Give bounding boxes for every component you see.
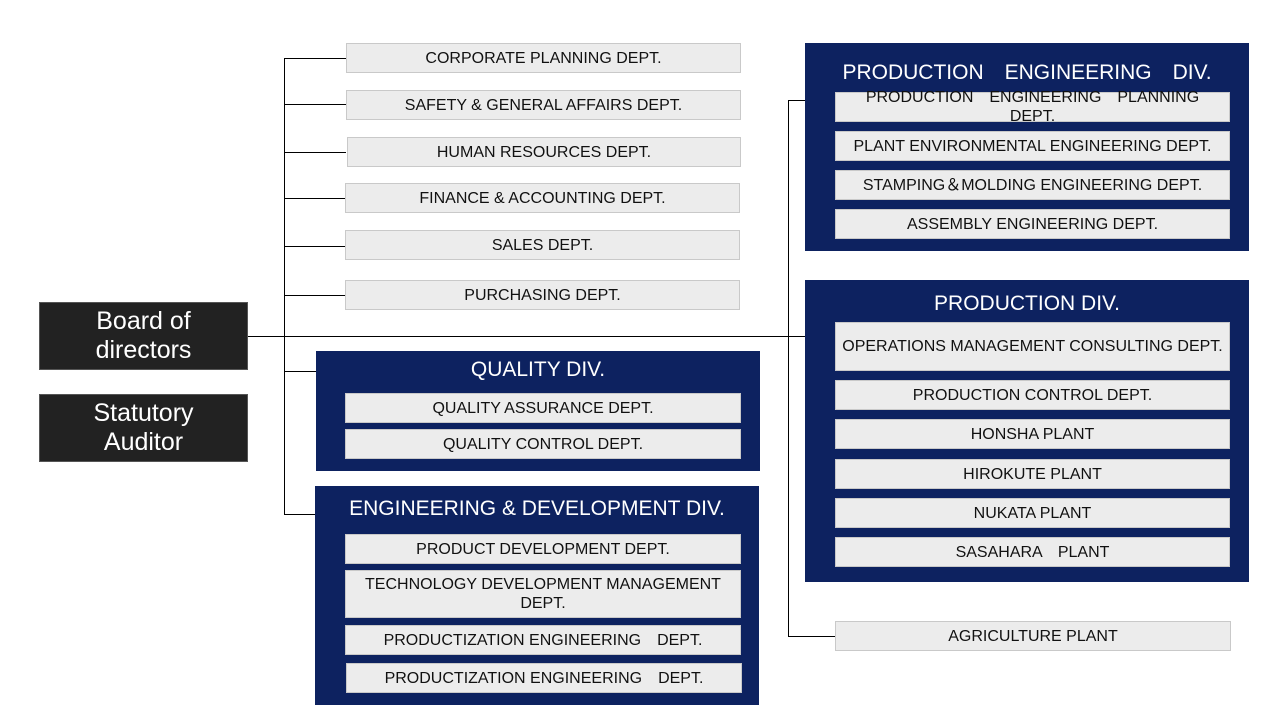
- quality-division-title: QUALITY DIV.: [470, 358, 606, 381]
- dept-label: CORPORATE PLANNING DEPT.: [425, 49, 662, 67]
- stamping-molding-engineering-dept: STAMPING＆MOLDING ENGINEERING DEPT.: [835, 170, 1230, 200]
- dept-label: PRODUCT DEVELOPMENT DEPT.: [416, 540, 670, 558]
- dept-label: PURCHASING DEPT.: [464, 286, 621, 304]
- dept-label: PRODUCTIZATION ENGINEERING DEPT.: [383, 631, 703, 649]
- dept-label: SALES DEPT.: [491, 236, 594, 254]
- safety-general-affairs-dept: SAFETY & GENERAL AFFAIRS DEPT.: [346, 90, 741, 120]
- agriculture-plant: AGRICULTURE PLANT: [835, 621, 1231, 651]
- nukata-plant: NUKATA PLANT: [835, 498, 1230, 528]
- dept-label: QUALITY ASSURANCE DEPT.: [432, 399, 654, 417]
- operations-management-consulting-dept: OPERATIONS MANAGEMENT CONSULTING DEPT.: [835, 322, 1230, 371]
- quality-assurance-dept: QUALITY ASSURANCE DEPT.: [345, 393, 741, 423]
- quality-division: QUALITY DIV. QUALITY ASSURANCE DEPT. QUA…: [316, 351, 760, 471]
- dept-label: STAMPING＆MOLDING ENGINEERING DEPT.: [862, 176, 1203, 194]
- corporate-planning-dept: CORPORATE PLANNING DEPT.: [346, 43, 741, 73]
- dept-label: FINANCE & ACCOUNTING DEPT.: [419, 189, 666, 207]
- board-of-directors-box: Board of directors: [39, 302, 248, 370]
- production-engineering-planning-dept: PRODUCTION ENGINEERING PLANNING DEPT.: [835, 89, 1230, 125]
- dept-label: TECHNOLOGY DEVELOPMENT MANAGEMENT DEPT.: [365, 576, 721, 612]
- purchasing-dept: PURCHASING DEPT.: [345, 280, 740, 310]
- production-division: PRODUCTION DIV. OPERATIONS MANAGEMENT CO…: [805, 280, 1249, 582]
- dept-label: SAFETY & GENERAL AFFAIRS DEPT.: [404, 96, 683, 114]
- assembly-engineering-dept: ASSEMBLY ENGINEERING DEPT.: [835, 209, 1230, 239]
- productization-engineering-dept-1: PRODUCTIZATION ENGINEERING DEPT.: [345, 625, 741, 655]
- finance-accounting-dept: FINANCE & ACCOUNTING DEPT.: [345, 183, 740, 213]
- human-resources-dept: HUMAN RESOURCES DEPT.: [347, 137, 741, 167]
- auditor-label: Statutory Auditor: [93, 399, 194, 456]
- quality-control-dept: QUALITY CONTROL DEPT.: [345, 429, 741, 459]
- dept-label: HONSHA PLANT: [970, 425, 1095, 443]
- engineering-development-division: ENGINEERING & DEVELOPMENT DIV. PRODUCT D…: [315, 486, 759, 705]
- engineering-division-title: ENGINEERING & DEVELOPMENT DIV.: [349, 497, 725, 520]
- production-control-dept: PRODUCTION CONTROL DEPT.: [835, 380, 1230, 410]
- production-engineering-division-title: PRODUCTION ENGINEERING DIV.: [842, 61, 1212, 84]
- dept-label: QUALITY CONTROL DEPT.: [442, 435, 644, 453]
- dept-label: HIROKUTE PLANT: [963, 465, 1102, 483]
- dept-label: PLANT ENVIRONMENTAL ENGINEERING DEPT.: [853, 137, 1212, 155]
- honsha-plant: HONSHA PLANT: [835, 419, 1230, 449]
- production-division-title: PRODUCTION DIV.: [934, 292, 1120, 315]
- dept-label: HUMAN RESOURCES DEPT.: [436, 143, 652, 161]
- dept-label: PRODUCTION ENGINEERING PLANNING DEPT.: [865, 89, 1216, 125]
- technology-development-management-dept: TECHNOLOGY DEVELOPMENT MANAGEMENT DEPT.: [345, 570, 741, 618]
- dept-label: OPERATIONS MANAGEMENT CONSULTING DEPT.: [842, 338, 1223, 355]
- dept-label: AGRICULTURE PLANT: [948, 627, 1118, 645]
- dept-label: NUKATA PLANT: [973, 504, 1092, 522]
- sasahara-plant: SASAHARA PLANT: [835, 537, 1230, 567]
- statutory-auditor-box: Statutory Auditor: [39, 394, 248, 462]
- dept-label: PRODUCTIZATION ENGINEERING DEPT.: [384, 669, 704, 687]
- sales-dept: SALES DEPT.: [345, 230, 740, 260]
- dept-label: PRODUCTION CONTROL DEPT.: [912, 386, 1153, 404]
- plant-environmental-engineering-dept: PLANT ENVIRONMENTAL ENGINEERING DEPT.: [835, 131, 1230, 161]
- productization-engineering-dept-2: PRODUCTIZATION ENGINEERING DEPT.: [346, 663, 742, 693]
- hirokute-plant: HIROKUTE PLANT: [835, 459, 1230, 489]
- dept-label: ASSEMBLY ENGINEERING DEPT.: [906, 215, 1159, 233]
- product-development-dept: PRODUCT DEVELOPMENT DEPT.: [345, 534, 741, 564]
- production-engineering-division: PRODUCTION ENGINEERING DIV. PRODUCTION E…: [805, 43, 1249, 251]
- dept-label: SASAHARA PLANT: [955, 543, 1110, 561]
- board-label: Board of directors: [95, 307, 192, 364]
